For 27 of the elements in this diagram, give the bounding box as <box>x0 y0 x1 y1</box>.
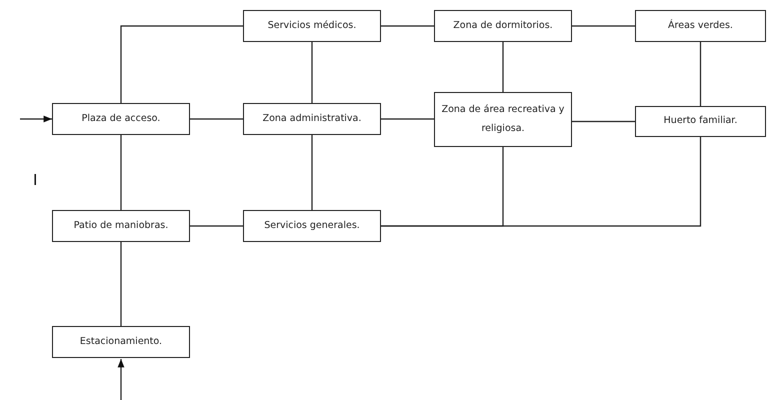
process-box: Patio de maniobras. <box>52 210 190 242</box>
connector-line <box>381 137 702 227</box>
arrow <box>20 116 52 122</box>
process-box: Zona administrativa. <box>243 103 381 135</box>
note-text: I <box>33 172 38 190</box>
process-box: Huerto familiar. <box>635 106 766 137</box>
connector-line <box>120 242 122 326</box>
arrow <box>118 359 124 400</box>
connector-line <box>311 42 313 103</box>
process-box: Servicios generales. <box>243 210 381 242</box>
connector-line <box>120 25 243 103</box>
connector-line <box>572 120 635 122</box>
process-box: Áreas verdes. <box>635 10 766 42</box>
connector-line <box>502 42 504 92</box>
connector-line <box>311 135 313 210</box>
connector-line <box>190 118 243 120</box>
connector-line <box>572 25 635 27</box>
process-box: Zona de dormitorios. <box>434 10 572 42</box>
connector-line <box>120 135 122 210</box>
connector-line <box>190 225 243 227</box>
connector-line <box>700 42 702 106</box>
process-box: Zona de área recreativa y religiosa. <box>434 92 572 147</box>
process-box: Plaza de acceso. <box>52 103 190 135</box>
process-box: Estacionamiento. <box>52 326 190 358</box>
process-box: Servicios médicos. <box>243 10 381 42</box>
connector-line <box>381 118 434 120</box>
connector-line <box>381 25 434 27</box>
